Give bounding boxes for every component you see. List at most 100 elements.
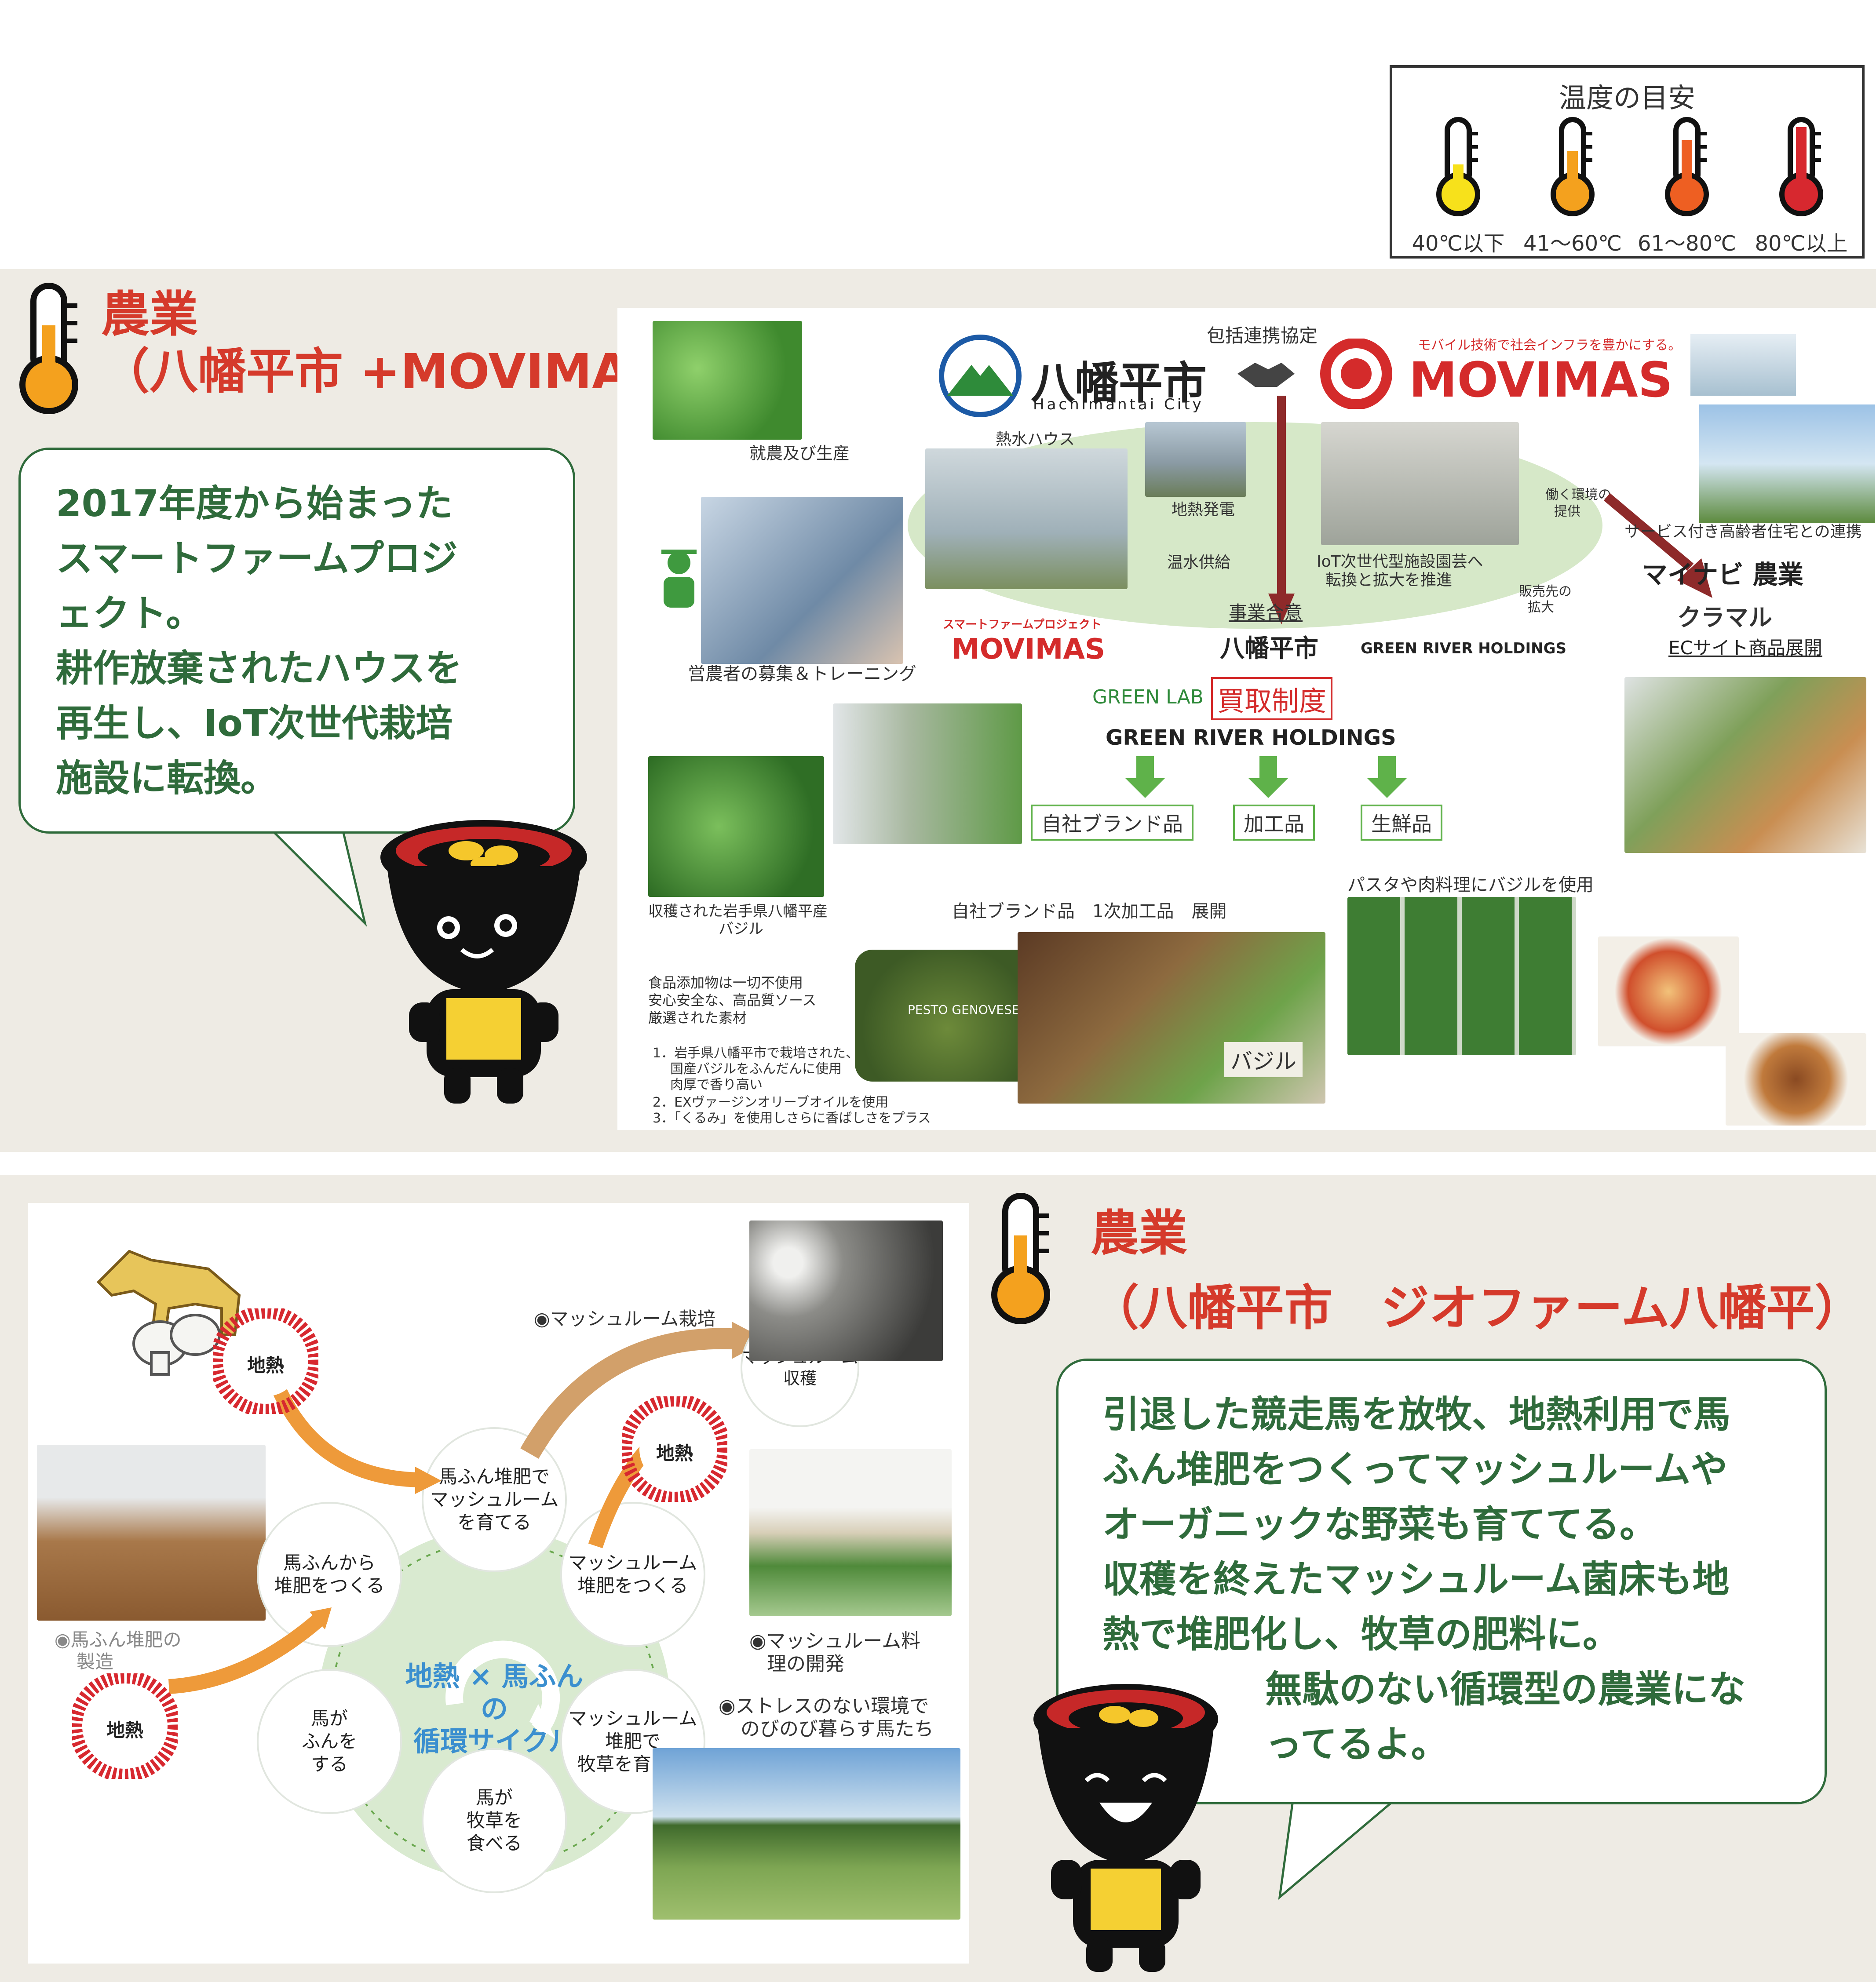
legend-label: 61～80℃	[1637, 231, 1737, 256]
bubble-line: 無駄のない循環型の農業にな	[1265, 1668, 1746, 1711]
cycle-node-text: 馬が 牧草を 食べる	[466, 1787, 522, 1854]
pasta-caption: パスタや肉料理にバジルを使用	[1347, 875, 1594, 895]
mushroom-growing-label: ◉マッシュルーム栽培	[534, 1308, 716, 1330]
mynavi-text: マイナビ 農業	[1642, 560, 1804, 590]
handshake-icon	[1237, 363, 1295, 387]
geothermal-badge: 地熱	[210, 1305, 321, 1417]
green-river-big-logo: GREEN RIVER HOLDINGS	[1106, 725, 1396, 750]
vertical-farm-photo	[833, 703, 1022, 844]
green-lab-logo: GREEN LAB	[1092, 686, 1204, 708]
pasta-photo	[1598, 936, 1739, 1046]
mynavi-logo: マイナビ 農業	[1642, 554, 1803, 591]
geothermal-label: 地熱	[247, 1355, 284, 1376]
cycle-node: 馬が 牧草を 食べる	[422, 1748, 567, 1893]
cycle-node-text: 馬ふんから 堆肥をつくる	[274, 1552, 385, 1596]
mascot-character	[1033, 1684, 1218, 1972]
product-fresh: 生鮮品	[1361, 805, 1442, 841]
down-arrow-icon	[1125, 756, 1165, 798]
employment-label: 就農及び生産	[749, 444, 850, 463]
point-text: 1．岩手県八幡平市で栽培された、	[653, 1046, 859, 1061]
product-display-photo: バジル	[1018, 932, 1325, 1104]
compost-label: 製造	[77, 1651, 114, 1672]
kuramaru-logo: クラマル	[1677, 604, 1772, 631]
mascot-character	[380, 820, 587, 1104]
horses-pasture-photo	[653, 1748, 960, 1920]
legend-item: 80℃以上	[1744, 116, 1858, 256]
cycle-node-text: 馬が ふんを する	[301, 1708, 357, 1775]
product-own-brand: 自社ブランド品	[1031, 805, 1193, 841]
sunburst-icon	[69, 1670, 181, 1782]
cycle-center-line: 地熱 × 馬ふん	[405, 1660, 584, 1692]
cycle-node: マッシュルーム 堆肥をつくる	[560, 1502, 705, 1647]
bubble-line: 熱で堆肥化し、牧草の肥料に。	[1102, 1613, 1620, 1656]
sunburst-icon	[619, 1393, 730, 1505]
legend-label: 80℃以上	[1755, 231, 1848, 256]
bubble-line: ェクト。	[56, 592, 203, 635]
legend-label: 41～60℃	[1523, 231, 1622, 256]
smart-farm-figure: 就農及び生産 八幡平市 Hachimantai City 包括連携協定 モバイル…	[617, 308, 1876, 1130]
sunburst-icon	[210, 1305, 321, 1417]
down-arrow-icon	[1248, 756, 1288, 798]
bubble-line: 再生し、IoT次世代栽培	[56, 702, 453, 745]
iot-equipment-photo	[1321, 422, 1519, 545]
point-text: 肉厚で香り高い	[670, 1077, 763, 1093]
diagonal-arrow-icon	[1603, 493, 1712, 598]
iot-text: 転換と拡大を推進	[1325, 571, 1453, 589]
horse-mushroom-illustration	[96, 1250, 241, 1376]
meat-dish-photo	[1726, 1033, 1866, 1126]
mushroom-photo	[749, 1221, 943, 1361]
thermometer-icon	[1665, 117, 1709, 216]
farmer-icon	[661, 550, 697, 608]
senior-housing-photo	[1699, 404, 1875, 523]
work-env-label: 働く環境の	[1545, 487, 1611, 503]
hot-house-photo	[925, 448, 1128, 589]
cuisine-label: 理の開発	[767, 1653, 844, 1675]
point-text: 3．「くるみ」を使用しさらに香ばしさをプラス	[653, 1111, 931, 1126]
section-1-heading: 農業 （八幡平市 +MOVIMAS）	[101, 286, 712, 400]
geothermal-power-label: 地熱発電	[1172, 501, 1235, 519]
cycle-node-text: マッシュルーム 堆肥をつくる	[568, 1552, 697, 1596]
own-brand-caption: 自社ブランド品 1次加工品 展開	[952, 901, 1227, 922]
thermometer-icon	[1779, 117, 1823, 216]
bubble-line: オーガニックな野菜も育ててる。	[1102, 1503, 1657, 1546]
heat-arrow	[168, 1607, 332, 1694]
bubble-line: 施設に転換。	[56, 757, 278, 800]
thermometer-icon	[19, 283, 78, 414]
compost-photo	[37, 1445, 266, 1621]
ec-site-label: ECサイト商品展開	[1668, 637, 1822, 659]
bubble-line: 引退した競走馬を放牧、地熱利用で馬	[1102, 1393, 1731, 1436]
geothermal-label: 地熱	[656, 1443, 693, 1464]
pesto-dish-photo	[1624, 677, 1866, 853]
geothermal-label: 地熱	[106, 1720, 143, 1741]
additive-text: 食品添加物は一切不使用	[648, 974, 803, 991]
sales-label: 販売先の	[1519, 584, 1572, 599]
basil-package-label: バジル	[1224, 1042, 1303, 1077]
geothermal-badge: 地熱	[69, 1670, 181, 1782]
cycle-center-line: の	[480, 1693, 508, 1725]
heading-line: 農業	[101, 286, 198, 342]
purchase-system-label: 買取制度	[1211, 677, 1333, 720]
bubble-line: 収穫を終えたマッシュルーム菌床も地	[1102, 1558, 1730, 1601]
horses-label: ◉ストレスのない環境で	[719, 1695, 929, 1717]
section-2-heading: 農業 （八幡平市 ジオファーム八幡平）	[1091, 1196, 1863, 1345]
tablet-photo	[701, 497, 903, 664]
legend-title: 温度の目安	[1558, 82, 1695, 114]
cycle-node-text: 馬ふん堆肥で マッシュルーム を育てる	[430, 1466, 559, 1533]
hot-house-label: 熱水ハウス	[996, 430, 1075, 448]
senior-illustration	[1690, 334, 1796, 396]
bubble-line: 耕作放棄されたハウスを	[56, 647, 463, 690]
speech-bubble: 引退した競走馬を放牧、地熱利用で馬 ふん堆肥をつくってマッシュルームや オーガニ…	[1056, 1359, 1827, 1804]
bubble-line: スマートファームプロジ	[56, 537, 458, 580]
legend-item: 41～60℃	[1515, 116, 1630, 256]
smart-farm-project-label: スマートファームプロジェクト	[943, 618, 1102, 631]
sales-label: 拡大	[1528, 600, 1554, 615]
bubble-line: 2017年度から始まった	[56, 482, 453, 525]
basil-caption: 収穫された岩手県八幡平産	[648, 903, 828, 920]
compost-label: ◉馬ふん堆肥の	[55, 1629, 182, 1650]
legend-item: 40℃以下	[1401, 116, 1515, 256]
speech-bubble: 2017年度から始まった スマートファームプロジ ェクト。 耕作放棄されたハウス…	[18, 448, 575, 834]
cuisine-label: ◉マッシュルーム料	[749, 1630, 921, 1652]
heading-line: （八幡平市 +MOVIMAS）	[101, 343, 713, 400]
product-processed: 加工品	[1233, 805, 1315, 841]
point-text: 2．EXヴァージンオリーブオイルを使用	[653, 1095, 889, 1110]
